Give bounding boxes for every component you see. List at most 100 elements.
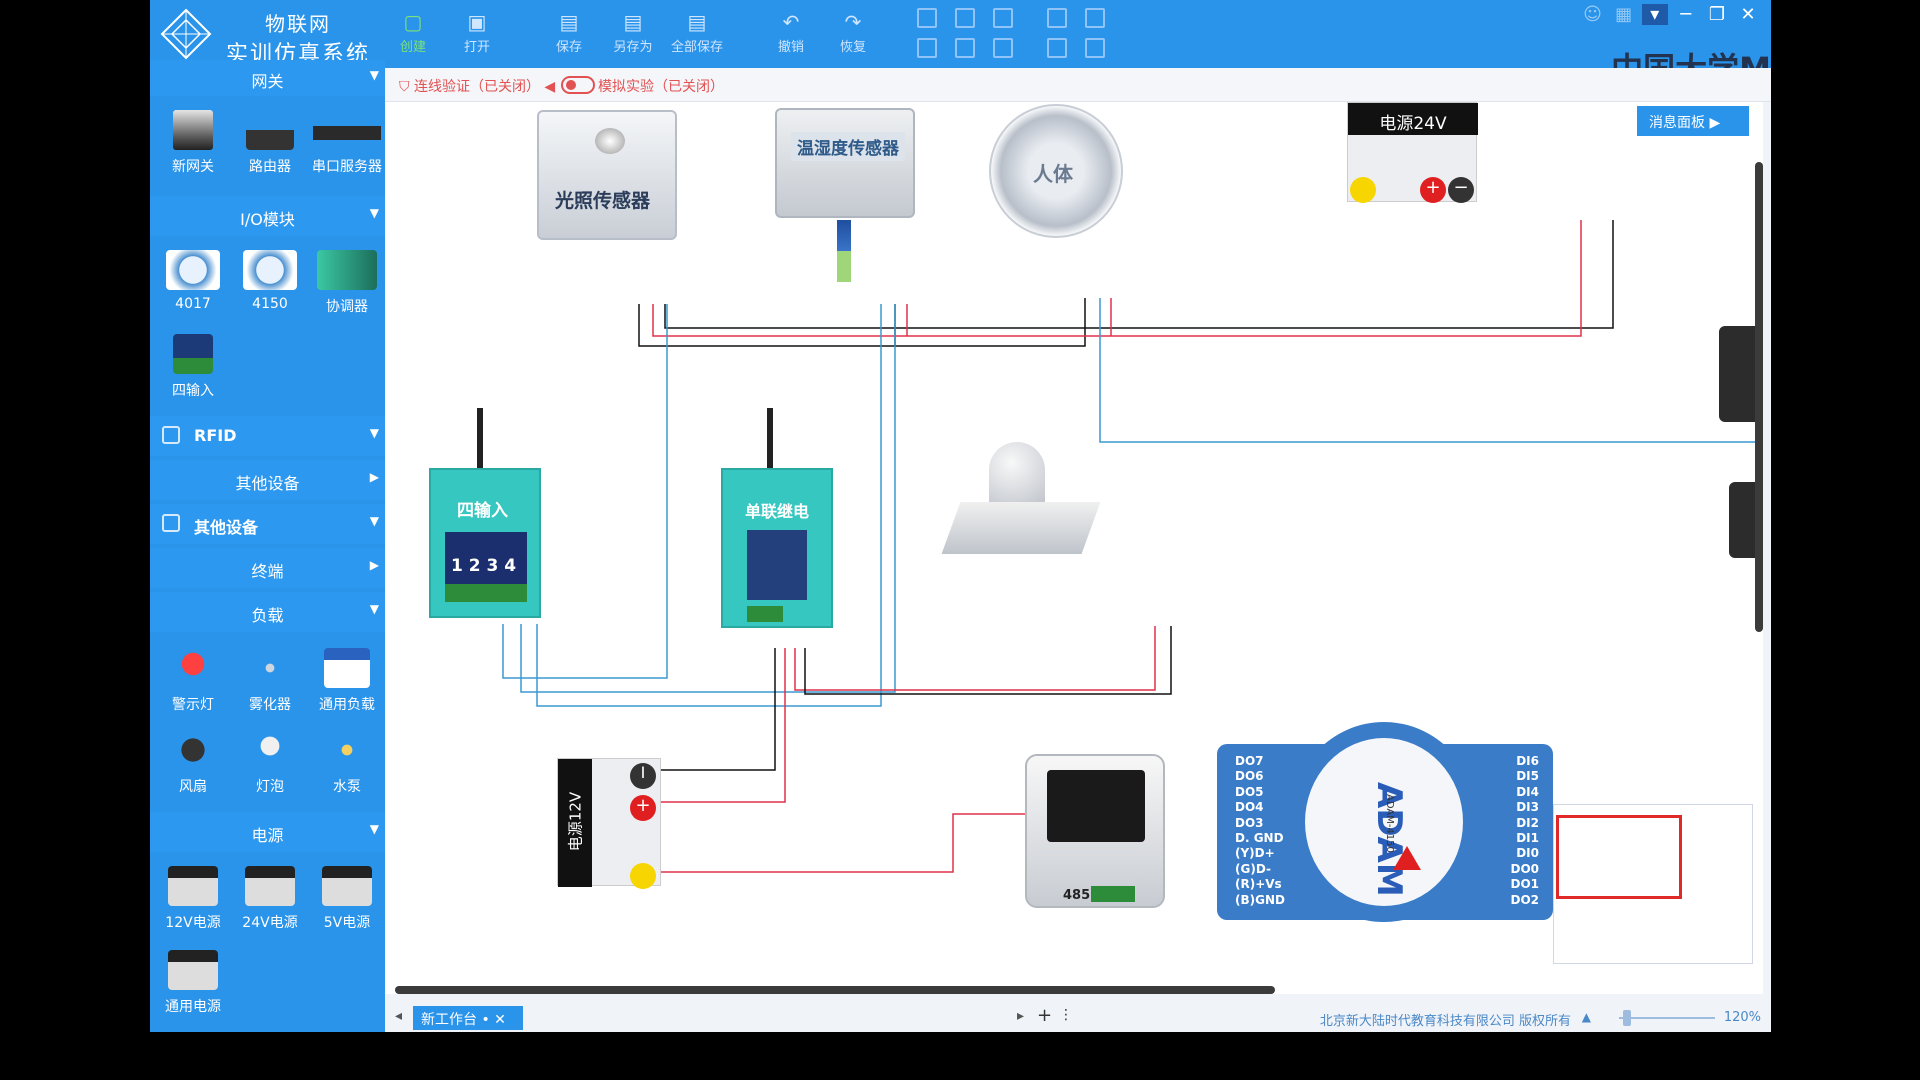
bottom-bar: ◂ 新工作台 • ✕ ▸ + ⋮ 北京新大陆时代教育科技有限公司 版权所有 ▲ …	[385, 1004, 1771, 1032]
palette-item-general-power[interactable]: 通用电源	[154, 950, 232, 1016]
power-12v-label: 电源12V	[566, 791, 585, 852]
palette-item-coordinator[interactable]: 协调器	[308, 250, 386, 316]
bulb-icon	[243, 730, 297, 770]
palette-item-label: 4150	[252, 296, 288, 312]
align-middle-icon[interactable]	[955, 8, 975, 28]
copy-icon[interactable]	[1047, 38, 1067, 58]
palette-item-4017[interactable]: 4017	[154, 250, 232, 312]
human-body-sensor[interactable]: 人体	[989, 104, 1123, 238]
terminal-device-485[interactable]: 485	[1025, 754, 1165, 908]
close-tab-icon[interactable]: ✕	[494, 1012, 506, 1028]
paste-icon[interactable]	[1085, 38, 1105, 58]
temp-humidity-sensor[interactable]: 温湿度传感器	[775, 108, 915, 218]
palette-item-4150[interactable]: 4150	[231, 250, 309, 312]
subcategory-terminal[interactable]: 终端 ▶	[150, 548, 385, 588]
palette-item-general-load[interactable]: 通用负载	[308, 648, 386, 714]
bring-front-icon[interactable]	[1047, 8, 1067, 28]
add-tab-icon[interactable]: +	[1037, 1005, 1053, 1026]
palette-item-5v[interactable]: 5V电源	[308, 866, 386, 932]
save-button[interactable]: ▤保存	[541, 10, 597, 55]
palette-item-label: 警示灯	[172, 697, 214, 713]
zoom-slider[interactable]	[1619, 1017, 1715, 1019]
category-gateway[interactable]: 网关 ▼	[150, 60, 385, 96]
scroll-right-icon[interactable]: ▸	[1017, 1008, 1025, 1024]
user-icon[interactable]: ☺	[1583, 4, 1602, 25]
category-other-devices[interactable]: 其他设备 ▼	[150, 504, 385, 544]
four-input-channels: 1 2 3 4	[451, 556, 517, 576]
light-sensor-eye-icon	[595, 128, 625, 154]
subcategory-load[interactable]: 负载 ▼	[150, 592, 385, 632]
sim-switch[interactable]	[561, 76, 595, 94]
message-panel-button[interactable]: 消息面板 ▶	[1637, 106, 1749, 136]
palette-item-label: 通用负载	[319, 697, 375, 713]
align-left-icon[interactable]	[917, 38, 937, 58]
alarm-lamp[interactable]	[941, 442, 1101, 554]
scroll-left-icon[interactable]: ◂	[395, 1008, 403, 1024]
open-icon: ▣	[467, 10, 487, 34]
palette-item-24v[interactable]: 24V电源	[231, 866, 309, 932]
new-file-icon: ▢	[403, 10, 423, 34]
create-button[interactable]: ▢创建	[385, 10, 441, 55]
align-center-icon[interactable]	[955, 38, 975, 58]
dropdown-icon[interactable]: ▾	[1641, 4, 1668, 25]
redo-button[interactable]: ↷恢复	[825, 10, 881, 55]
horizontal-scrollbar[interactable]	[395, 986, 1275, 994]
align-top-icon[interactable]	[917, 8, 937, 28]
palette-item-label: 4017	[175, 296, 211, 312]
app-window: 物联网 实训仿真系统 网关 ▼ 新网关 路由器 串口服务器 I/O模块 ▼ 40…	[150, 0, 1771, 1032]
power-12v[interactable]: 电源12V I +	[557, 758, 661, 889]
palette-item-warning-light[interactable]: 警示灯	[154, 648, 232, 714]
palette-item-label: 5V电源	[323, 915, 371, 931]
pump-icon	[320, 730, 374, 770]
undo-button[interactable]: ↶撤销	[763, 10, 819, 55]
shield-icon: ⛉	[399, 79, 414, 95]
palette-item-four-input[interactable]: 四输入	[154, 334, 232, 400]
palette-item-bulb[interactable]: 灯泡	[231, 730, 309, 796]
category-io[interactable]: I/O模块 ▼	[150, 196, 385, 236]
restore-icon[interactable]: ❐	[1708, 4, 1725, 25]
minimap[interactable]	[1553, 804, 1753, 964]
subcategory-other-devices[interactable]: 其他设备 ▶	[150, 460, 385, 500]
category-rfid[interactable]: RFID ▼	[150, 416, 385, 456]
ground-icon	[1350, 177, 1376, 203]
close-icon[interactable]: ✕	[1740, 4, 1756, 25]
tab-new-workspace[interactable]: 新工作台 • ✕	[413, 1006, 523, 1030]
palette-item-new-gateway[interactable]: 新网关	[154, 110, 232, 176]
light-sensor[interactable]: 光照传感器	[537, 110, 677, 240]
minimize-icon[interactable]: ─	[1680, 4, 1692, 25]
save-all-icon: ▤	[687, 10, 707, 34]
copyright-text: 北京新大陆时代教育科技有限公司 版权所有	[1319, 1014, 1571, 1029]
palette-item-router[interactable]: 路由器	[231, 110, 309, 176]
wire-check-toggle[interactable]: ⛉ 连线验证（已关闭） ◀	[399, 79, 556, 95]
power-24v-label: 电源24V	[1348, 103, 1478, 135]
palette-item-12v[interactable]: 12V电源	[154, 866, 232, 932]
align-right-icon[interactable]	[993, 38, 1013, 58]
open-button[interactable]: ▣打开	[449, 10, 505, 55]
category-power[interactable]: 电源 ▼	[150, 812, 385, 852]
relay-module[interactable]: 单联继电	[721, 468, 833, 628]
more-icon[interactable]: ⋮	[1059, 1007, 1073, 1023]
palette-item-serial-server[interactable]: 串口服务器	[308, 110, 386, 180]
palette-item-pump[interactable]: 水泵	[308, 730, 386, 796]
palette-item-fan[interactable]: 风扇	[154, 730, 232, 796]
save-as-button[interactable]: ▤另存为	[605, 10, 661, 55]
palette-item-label: 风扇	[179, 779, 207, 795]
power-24v-icon	[245, 866, 295, 906]
zoom-up-icon[interactable]: ▲	[1581, 1010, 1591, 1024]
palette-item-label: 24V电源	[242, 915, 298, 931]
power-24v[interactable]: 电源24V + −	[1347, 102, 1478, 203]
four-input-module[interactable]: 四输入 1 2 3 4	[429, 468, 541, 618]
minimap-viewport[interactable]	[1556, 815, 1682, 899]
save-all-button[interactable]: ▤全部保存	[670, 10, 723, 55]
send-back-icon[interactable]	[1085, 8, 1105, 28]
palette-item-atomizer[interactable]: 雾化器	[231, 648, 309, 714]
gateway-icon	[173, 110, 213, 150]
workspace-canvas[interactable]: 光照传感器 温湿度传感器 人体 电源24V + − 消息面板 ▶ 四输入 1 2…	[385, 102, 1763, 994]
align-bottom-icon[interactable]	[993, 8, 1013, 28]
vertical-scrollbar[interactable]	[1755, 162, 1763, 632]
settings-icon[interactable]: ▦	[1615, 4, 1633, 25]
zoom-slider-handle[interactable]	[1623, 1010, 1631, 1026]
four-input-icon	[173, 334, 213, 374]
chevron-down-icon: ▼	[369, 206, 379, 220]
